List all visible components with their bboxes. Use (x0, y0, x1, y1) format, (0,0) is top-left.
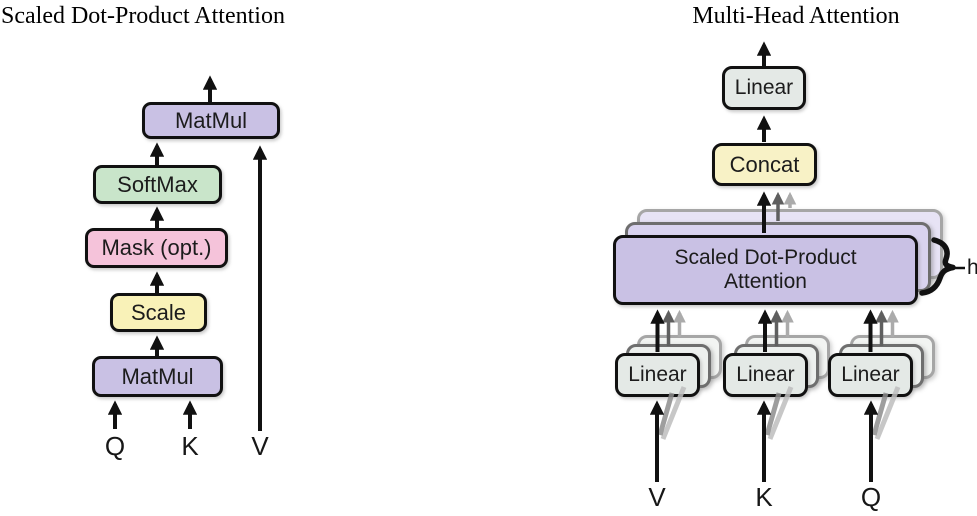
matmul-top-label: MatMul (174, 107, 248, 133)
linear-q-label: Linear (841, 362, 900, 386)
matmul-bottom-box: MatMul (92, 356, 223, 397)
input-label-k-right: K (755, 482, 773, 512)
output-linear-label: Linear (734, 75, 794, 99)
wedge-k-mid (764, 392, 782, 436)
linear-k-label: Linear (736, 362, 795, 386)
input-label-v: V (251, 431, 269, 461)
concat-label: Concat (729, 151, 800, 177)
softmax-box: SoftMax (93, 165, 222, 204)
mask-label: Mask (opt.) (101, 235, 212, 261)
scale-label: Scale (130, 299, 187, 325)
wedge-v-mid (657, 392, 675, 436)
concat-box: Concat (712, 143, 817, 186)
linear-k-box: Linear (723, 353, 808, 397)
wedge-q-mid (871, 392, 889, 436)
input-label-q-right: Q (860, 482, 882, 512)
matmul-bottom-label: MatMul (121, 363, 194, 389)
linear-q-box: Linear (828, 353, 913, 397)
linear-v-box: Linear (615, 353, 700, 397)
head-count-label: h (967, 256, 977, 279)
softmax-label: SoftMax (117, 171, 198, 197)
attention-label-line2: Attention (724, 270, 807, 293)
right-diagram-title: Multi-Head Attention (692, 3, 900, 29)
left-diagram-title: Scaled Dot-Product Attention (1, 3, 285, 29)
input-label-k: K (181, 431, 199, 461)
scale-box: Scale (110, 293, 207, 332)
output-linear-box: Linear (722, 66, 806, 110)
scaled-dot-product-attention-box: Scaled Dot-Product Attention (613, 235, 918, 305)
attention-label-line1: Scaled Dot-Product (674, 245, 857, 269)
mask-box: Mask (opt.) (85, 228, 228, 268)
input-label-q: Q (104, 431, 126, 461)
linear-v-label: Linear (628, 362, 687, 386)
matmul-top-box: MatMul (142, 102, 280, 139)
scaled-dot-product-attention-label: Scaled Dot-Product Attention (674, 246, 856, 294)
input-label-v-right: V (648, 482, 666, 512)
